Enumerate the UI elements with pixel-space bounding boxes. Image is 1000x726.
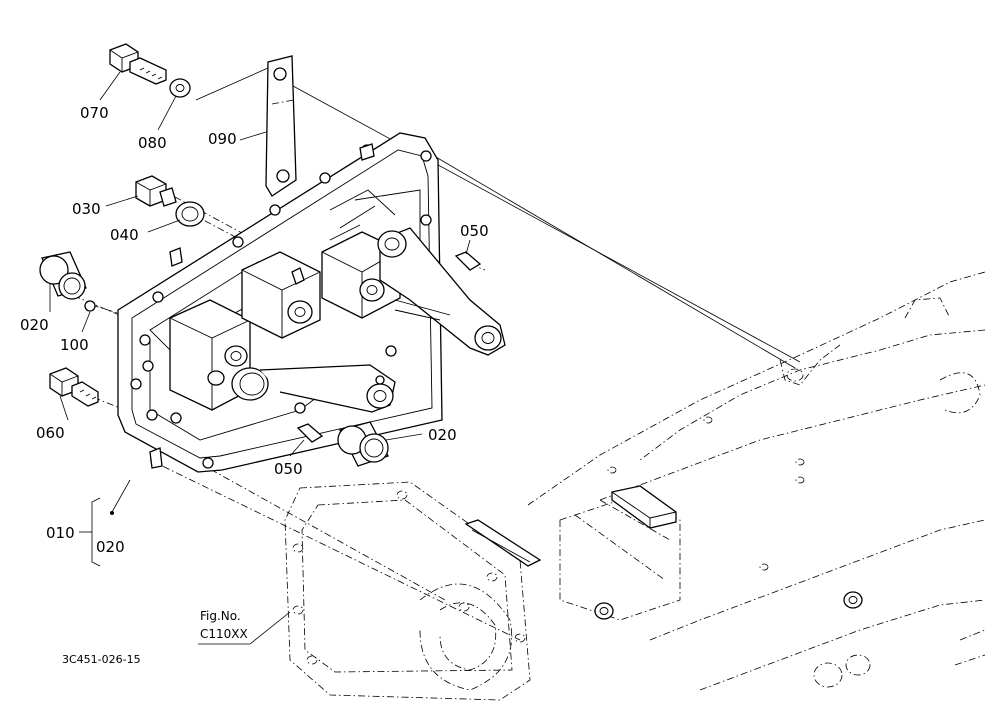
callout-060: 060 [36,424,65,442]
callout-010: 010 [46,524,75,542]
part-090-plate [265,55,297,197]
callout-020-left: 020 [20,316,49,334]
shift-boss-lower [169,299,396,413]
part-020-bushing-left [39,251,87,300]
part-030-plug [135,175,177,207]
part-100-pin [84,300,96,312]
callout-070: 070 [80,104,109,122]
drawing-code: 3C451-026-15 [62,653,141,666]
transmission-housing [527,271,986,691]
callout-020-right: 020 [428,426,457,444]
callout-labels: 070 080 090 030 040 050 020 100 060 050 … [20,104,489,666]
callout-090: 090 [208,130,237,148]
part-070-bolt [109,43,167,85]
part-080-washer [169,78,191,98]
part-050-pin-bottom [296,423,324,443]
callout-080: 080 [138,134,167,152]
lower-housing-flange [284,481,542,701]
callout-030: 030 [72,200,101,218]
leader-lines [49,67,471,645]
figure-ref-label: Fig.No. [200,609,241,623]
callout-040: 040 [110,226,139,244]
callout-050-top: 050 [460,222,489,240]
callout-100: 100 [60,336,89,354]
part-020-bushing-right [337,421,389,467]
part-050-pin-top [454,251,482,271]
callout-050-bottom: 050 [274,460,303,478]
part-060-bolt [49,367,99,407]
figure-ref-number: C110XX [200,627,248,641]
callout-010-sub-020: 020 [96,538,125,556]
part-040-seal [175,201,205,227]
shift-boss-upper [241,189,506,356]
